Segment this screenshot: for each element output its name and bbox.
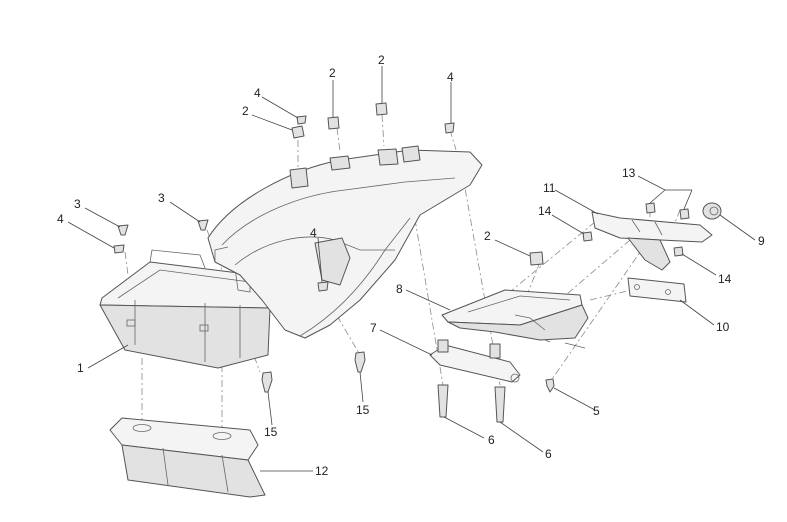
callout-6-right: 6: [545, 447, 552, 461]
part-11-signal-bracket: [591, 211, 713, 271]
callout-1: 1: [77, 361, 84, 375]
callout-7: 7: [370, 321, 377, 335]
callout-4-left: 4: [57, 212, 64, 226]
callout-5: 5: [593, 404, 600, 418]
callout-15-center: 15: [356, 403, 370, 417]
callout-11: 11: [543, 181, 556, 195]
callout-2-left-clip: 2: [242, 104, 249, 118]
part-10-side-plate: [627, 277, 687, 303]
callout-2-center-clip: 2: [329, 66, 336, 80]
callout-3-left: 3: [74, 197, 81, 211]
callout-8: 8: [396, 282, 403, 296]
callout-4-top: 4: [254, 86, 261, 100]
hardware: [113, 102, 690, 423]
part-12-splash-guard: [109, 417, 266, 498]
callout-14-left: 14: [538, 204, 552, 218]
part-9-grommet: [702, 202, 722, 220]
part-8-plate-holder: [441, 289, 589, 349]
leader-lines: [67, 66, 756, 472]
callout-4-fender: 4: [310, 226, 317, 240]
callout-4-right-top: 4: [447, 70, 454, 84]
callout-9: 9: [758, 234, 765, 248]
callout-3-center: 3: [158, 191, 165, 205]
callout-13: 13: [622, 166, 636, 180]
callout-12: 12: [315, 464, 329, 478]
part-7-bracket: [429, 339, 521, 383]
rear-fender: [207, 145, 483, 339]
callout-14-right: 14: [718, 272, 732, 286]
callout-numbers: 1 2 2 2 2 3 3 4 4 4 4 5 6 6 7 8 9 10 11 …: [57, 53, 765, 478]
callout-15-left: 15: [264, 425, 278, 439]
callout-2-right-clip: 2: [378, 53, 385, 67]
callout-10: 10: [716, 320, 730, 334]
callout-6-left: 6: [488, 433, 495, 447]
callout-2-plate-clip: 2: [484, 229, 491, 243]
